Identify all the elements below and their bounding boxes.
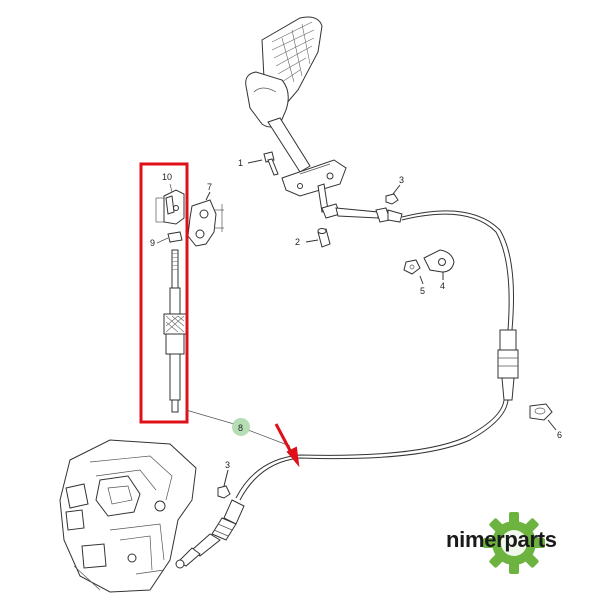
nut-part-6: [529, 403, 557, 431]
label-10: 10: [162, 172, 172, 182]
label-4: 4: [440, 281, 445, 291]
clip-part-4: [423, 249, 455, 280]
red-arrow: [274, 423, 300, 468]
highlight-box: [139, 162, 189, 424]
label-2: 2: [295, 237, 300, 247]
label-8: 8: [238, 423, 243, 433]
pedal-assembly: [245, 16, 347, 213]
label-9: 9: [150, 238, 155, 248]
transmission-housing: [59, 439, 197, 593]
nut-part-5: [403, 259, 424, 285]
label-6: 6: [557, 430, 562, 440]
label-5: 5: [420, 286, 425, 296]
bolt-part-1: [247, 151, 279, 176]
label-7: 7: [207, 182, 212, 192]
marker-dot: [232, 418, 250, 436]
cable-end-assembly: [155, 189, 187, 413]
brand-name: nimerparts: [446, 527, 557, 552]
nut-part-3-top: [385, 184, 401, 205]
label-3-top: 3: [399, 175, 404, 185]
gear-logo-icon: [483, 512, 545, 574]
clevis-part-7: [187, 191, 224, 247]
label-3-bottom: 3: [225, 460, 230, 470]
label-1: 1: [238, 158, 243, 168]
pin-part-2: [305, 228, 331, 248]
shift-cable: [175, 203, 519, 569]
nut-part-3-bottom: [217, 469, 231, 499]
